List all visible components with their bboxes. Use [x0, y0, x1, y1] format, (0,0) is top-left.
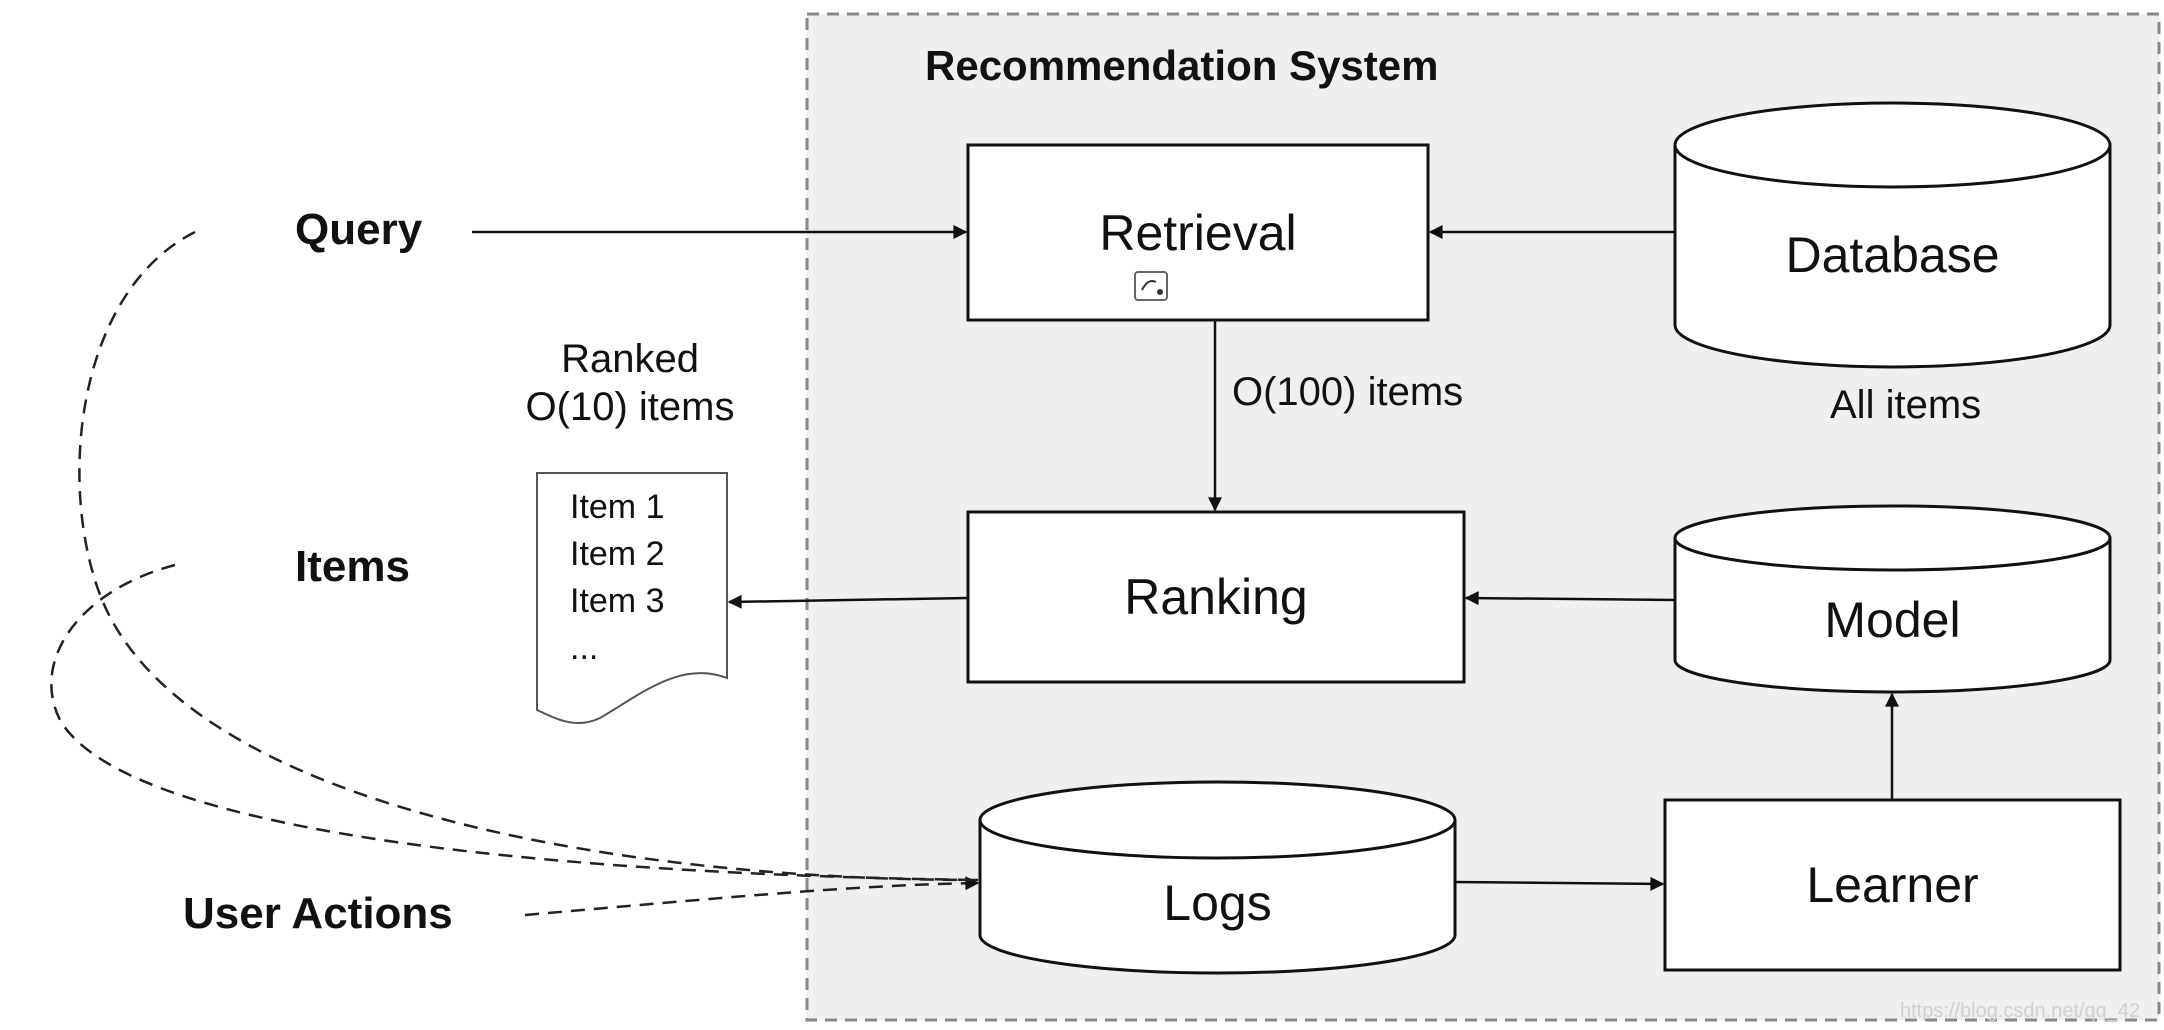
arrow-model-to-ranking [1464, 591, 1676, 606]
logs-label: Logs [1163, 875, 1272, 931]
learner-box[interactable] [1663, 798, 2122, 972]
ranking-box[interactable] [966, 510, 1466, 684]
dashed-query-curve [78, 230, 979, 882]
arrow-logs-to-learner [1454, 876, 1665, 891]
dashed-user-actions-line [524, 876, 980, 917]
user-actions-label: User Actions [183, 889, 453, 938]
ranked-list-item: ... [570, 629, 599, 667]
model-cylinder[interactable] [1673, 504, 2112, 694]
ranked-list-item: Item 2 [570, 535, 665, 573]
translate-icon [1134, 271, 1168, 301]
ranked-list-item: Item 3 [570, 582, 665, 620]
all-items-annotation: All items [1830, 383, 1982, 427]
dashed-items-curve [50, 563, 979, 882]
watermark-text: https://blog.csdn.net/qq_42 [1900, 1000, 2141, 1022]
model-label: Model [1824, 592, 1961, 648]
diagram-title: Recommendation System [925, 42, 1439, 89]
ranked-line-1: Ranked [561, 337, 699, 381]
database-label: Database [1785, 227, 2000, 283]
items-label: Items [295, 542, 410, 591]
logs-cylinder[interactable] [978, 780, 1457, 975]
retrieval-label: Retrieval [1099, 204, 1297, 261]
ranked-list-item: Item 1 [570, 488, 665, 526]
ranking-label: Ranking [1124, 569, 1308, 625]
arrow-ranking-to-list [727, 594, 969, 609]
database-cylinder[interactable] [1673, 101, 2112, 369]
retrieval-box[interactable] [966, 143, 1430, 322]
learner-label: Learner [1806, 857, 1979, 913]
ranked-annotation: Ranked O(10) items [520, 335, 740, 431]
ranked-line-2: O(10) items [525, 385, 735, 429]
o100-items-annotation: O(100) items [1232, 370, 1464, 414]
query-label: Query [295, 205, 423, 254]
ranked-list-document [536, 472, 728, 725]
